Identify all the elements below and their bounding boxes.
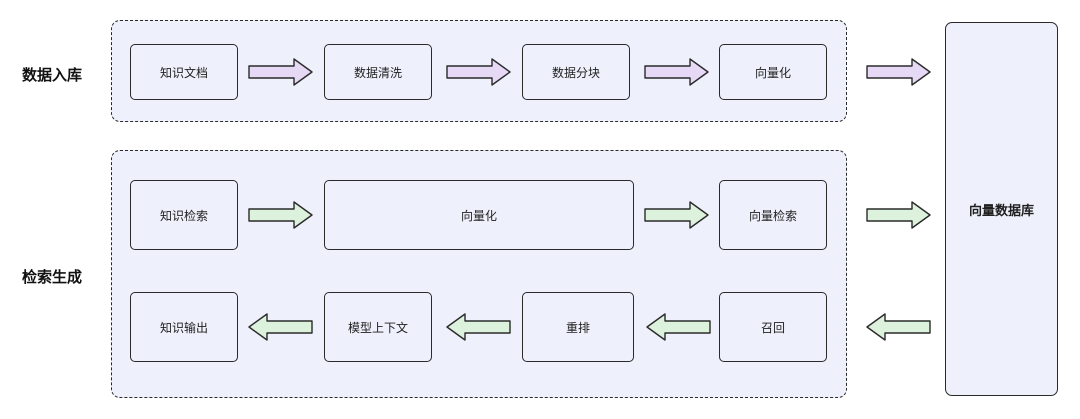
node-vector-search: 向量检索 [719, 180, 827, 250]
node-vectorize-query: 向量化 [324, 180, 634, 250]
arrow-search-to-db [866, 201, 931, 229]
arrow-db-to-recall [866, 313, 931, 341]
node-data-cleaning: 数据清洗 [324, 44, 432, 100]
arrow-rerank-to-context [446, 313, 511, 341]
node-model-context: 模型上下文 [324, 292, 432, 362]
arrow-vectorize-to-search [644, 201, 709, 229]
arrow-clean-to-chunk [446, 58, 511, 86]
arrow-chunk-to-vectorize [644, 58, 709, 86]
node-knowledge-doc: 知识文档 [130, 44, 238, 100]
arrow-recall-to-rerank [646, 313, 711, 341]
arrow-doc-to-clean [248, 58, 313, 86]
section-label-ingest: 数据入库 [22, 66, 83, 84]
node-vectorize-ingest: 向量化 [719, 44, 827, 100]
arrow-query-to-vectorize [248, 201, 313, 229]
section-label-retrieve: 检索生成 [22, 268, 83, 286]
arrow-context-to-output [248, 313, 313, 341]
node-knowledge-query: 知识检索 [130, 180, 238, 250]
node-rerank: 重排 [522, 292, 634, 362]
node-vector-database: 向量数据库 [945, 22, 1058, 396]
arrow-vectorize-to-db [866, 58, 931, 86]
node-knowledge-output: 知识输出 [130, 292, 238, 362]
node-recall: 召回 [719, 292, 827, 362]
node-data-chunking: 数据分块 [522, 44, 630, 100]
